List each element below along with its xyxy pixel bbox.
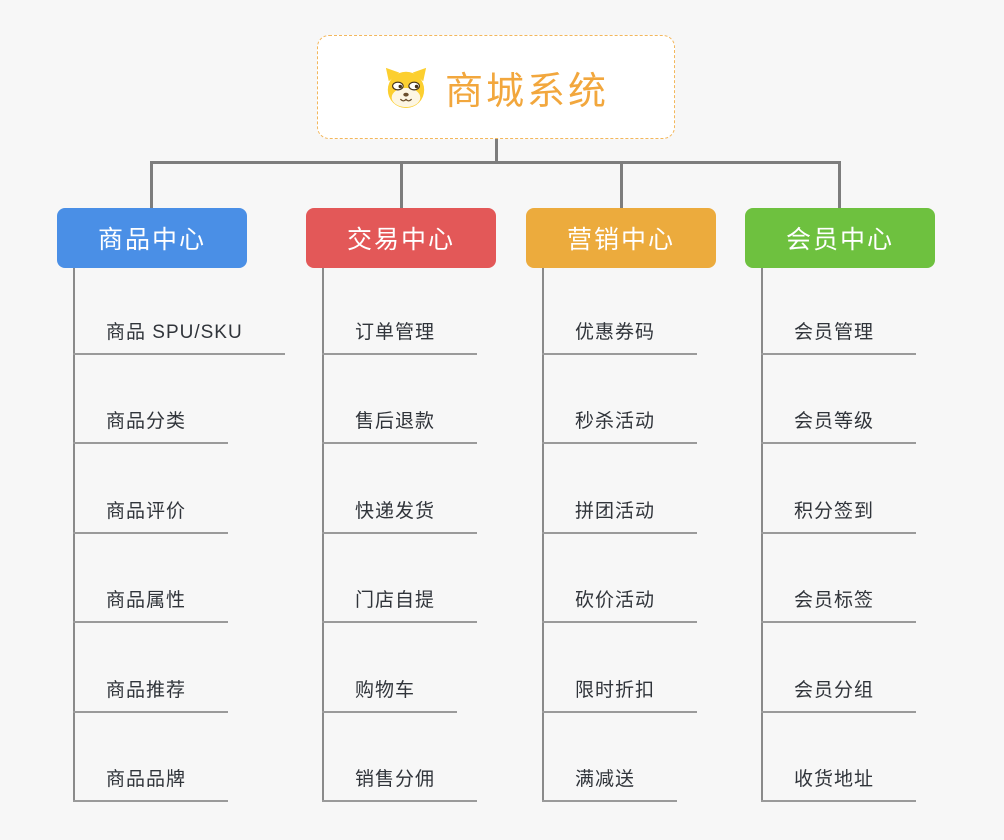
leaf-node[interactable]: 限时折扣 — [542, 677, 698, 713]
leaf-node[interactable]: 商品品牌 — [73, 766, 229, 802]
connector-branch-stub — [150, 161, 153, 209]
leaf-node[interactable]: 售后退款 — [322, 408, 478, 444]
leaf-node[interactable]: 会员管理 — [761, 319, 917, 355]
connector-child-line — [761, 267, 763, 802]
leaf-node[interactable]: 砍价活动 — [542, 587, 698, 623]
leaf-node[interactable]: 商品 SPU/SKU — [73, 319, 285, 355]
leaf-node[interactable]: 满减送 — [542, 766, 678, 802]
connector-branch-stub — [400, 161, 403, 209]
branch-node-marketing-center[interactable]: 营销中心 — [526, 208, 716, 268]
leaf-node[interactable]: 优惠券码 — [542, 319, 698, 355]
connector-root-stub — [495, 139, 498, 163]
leaf-node[interactable]: 会员等级 — [761, 408, 917, 444]
connector-branch-stub — [838, 161, 841, 209]
leaf-node[interactable]: 会员分组 — [761, 677, 917, 713]
connector-child-line — [322, 267, 324, 802]
leaf-node[interactable]: 商品推荐 — [73, 677, 229, 713]
leaf-node[interactable]: 积分签到 — [761, 498, 917, 534]
dog-face-icon — [383, 65, 429, 109]
connector-child-line — [73, 267, 75, 802]
branch-node-product-center[interactable]: 商品中心 — [57, 208, 247, 268]
leaf-node[interactable]: 会员标签 — [761, 587, 917, 623]
leaf-node[interactable]: 秒杀活动 — [542, 408, 698, 444]
leaf-node[interactable]: 商品分类 — [73, 408, 229, 444]
root-title: 商城系统 — [444, 70, 609, 113]
leaf-node[interactable]: 收货地址 — [761, 766, 917, 802]
leaf-node[interactable]: 商品评价 — [73, 498, 229, 534]
branch-node-trade-center[interactable]: 交易中心 — [306, 208, 496, 268]
leaf-node[interactable]: 商品属性 — [73, 587, 229, 623]
leaf-node[interactable]: 订单管理 — [322, 319, 478, 355]
leaf-node[interactable]: 销售分佣 — [322, 766, 478, 802]
leaf-node[interactable]: 拼团活动 — [542, 498, 698, 534]
root-node[interactable]: 商城系统 — [317, 35, 675, 139]
leaf-node[interactable]: 门店自提 — [322, 587, 478, 623]
leaf-node[interactable]: 快递发货 — [322, 498, 478, 534]
connector-bus-line — [151, 161, 841, 164]
leaf-node[interactable]: 购物车 — [322, 677, 458, 713]
connector-branch-stub — [620, 161, 623, 209]
connector-child-line — [542, 267, 544, 802]
branch-node-member-center[interactable]: 会员中心 — [745, 208, 935, 268]
